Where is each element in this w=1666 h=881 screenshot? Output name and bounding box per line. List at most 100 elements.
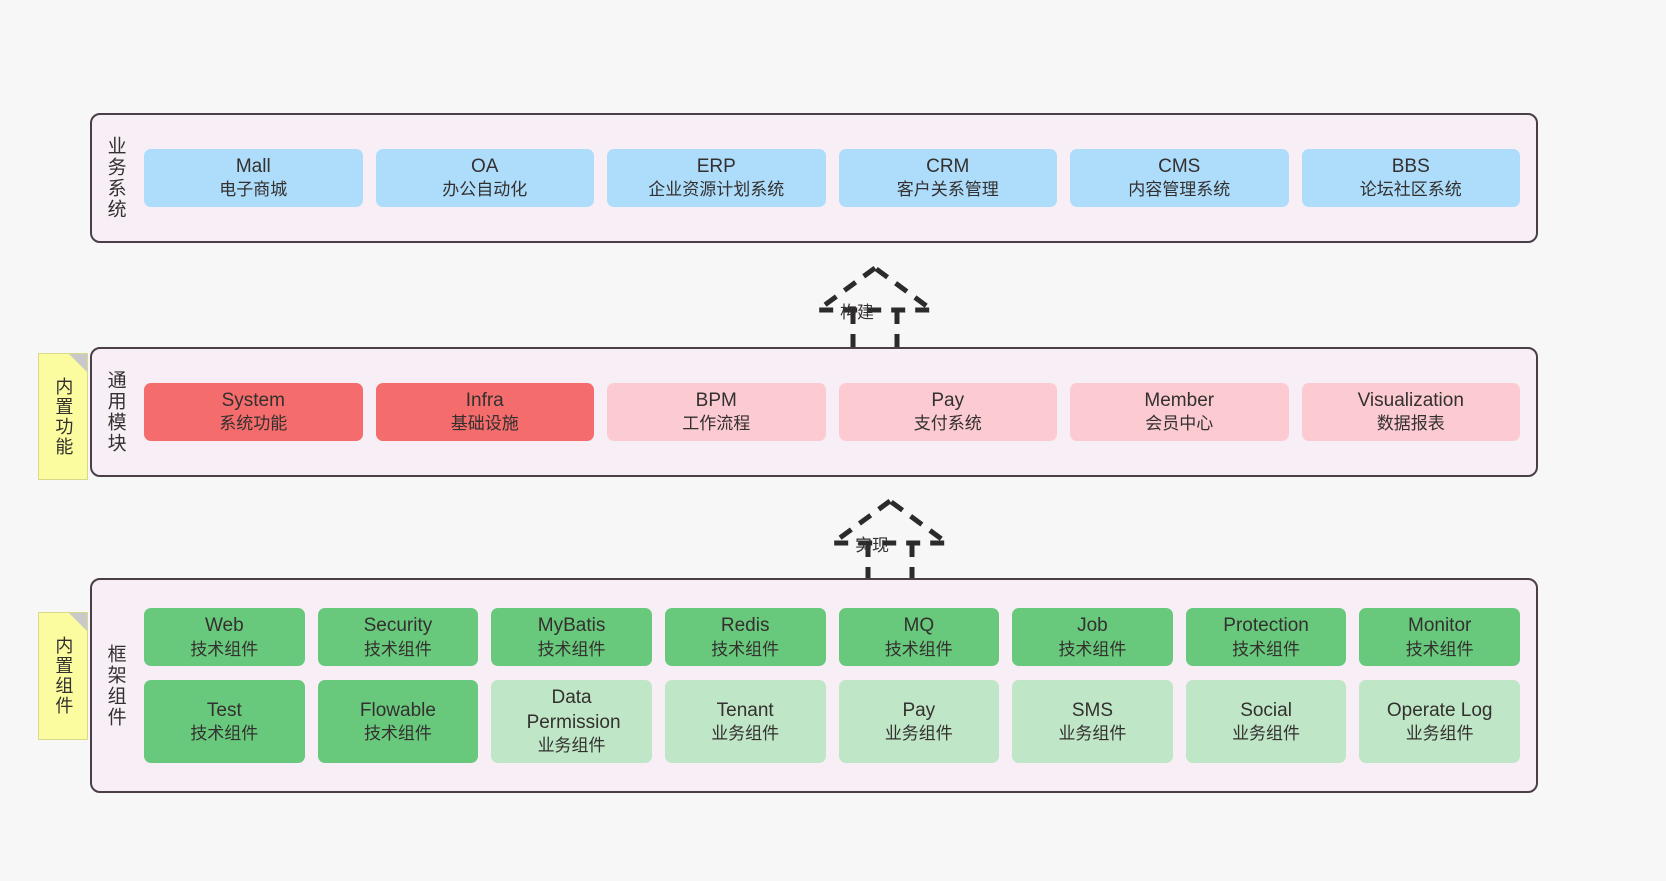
card-subtitle: 电子商城 — [219, 180, 288, 200]
card-subtitle: 技术组件 — [190, 723, 259, 743]
card-test[interactable]: Test 技术组件 — [144, 680, 305, 763]
card-subtitle: 技术组件 — [363, 639, 432, 659]
note-builtin-component: 内置组件 — [38, 612, 88, 740]
card-pay[interactable]: Pay 支付系统 — [838, 382, 1057, 442]
card-subtitle: 技术组件 — [1405, 639, 1474, 659]
card-title: SMS — [1071, 699, 1114, 721]
card-mq[interactable]: MQ 技术组件 — [838, 608, 1000, 667]
card-data-permission[interactable]: Data Permission 业务组件 — [491, 680, 652, 763]
arrow-implement: 实现 — [815, 495, 965, 586]
card-subtitle: 客户关系管理 — [896, 180, 999, 200]
card-title: Mall — [235, 155, 271, 177]
card-security[interactable]: Security 技术组件 — [317, 608, 479, 667]
card-subtitle: 技术组件 — [711, 639, 780, 659]
card-subtitle: 技术组件 — [1058, 639, 1127, 659]
arrow-build: 构建 — [800, 262, 950, 353]
card-operate-log[interactable]: Operate Log 业务组件 — [1359, 680, 1520, 763]
note-label: 内置组件 — [53, 636, 74, 716]
layer-body-common-module: System 系统功能 Infra 基础设施 BPM 工作流程 Pay 支付系统… — [138, 349, 1536, 475]
layer-title-common-module: 通用模块 — [104, 370, 126, 454]
arrow-label-build: 构建 — [840, 303, 874, 322]
layer-title-framework-component: 框架组件 — [104, 643, 126, 728]
card-bbs[interactable]: BBS 论坛社区系统 — [1301, 148, 1520, 208]
card-subtitle: 业务组件 — [1405, 723, 1474, 743]
card-mybatis[interactable]: MyBatis 技术组件 — [491, 608, 652, 667]
card-mall[interactable]: Mall 电子商城 — [144, 148, 363, 208]
card-visualization[interactable]: Visualization 数据报表 — [1301, 382, 1520, 442]
card-title: MyBatis — [537, 615, 606, 637]
card-system[interactable]: System 系统功能 — [144, 382, 363, 442]
card-title: Operate Log — [1386, 699, 1493, 721]
card-title: Web — [204, 615, 244, 637]
card-subtitle: 系统功能 — [219, 414, 288, 434]
card-subtitle: 业务组件 — [537, 735, 606, 755]
card-crm[interactable]: CRM 客户关系管理 — [838, 148, 1057, 208]
card-pay-component[interactable]: Pay 业务组件 — [838, 680, 1000, 763]
card-bpm[interactable]: BPM 工作流程 — [607, 382, 826, 442]
layer-common-module: 通用模块 System 系统功能 Infra 基础设施 BPM 工作流程 Pay… — [90, 347, 1538, 477]
card-sms[interactable]: SMS 业务组件 — [1012, 680, 1173, 763]
arrow-label-implement: 实现 — [855, 536, 889, 555]
card-subtitle: 技术组件 — [190, 639, 259, 659]
card-title: Tenant — [716, 699, 774, 721]
layer-business-system: 业务系统 Mall 电子商城 OA 办公自动化 ERP 企业资源计划系统 CRM… — [90, 113, 1538, 243]
card-subtitle: 办公自动化 — [442, 180, 528, 200]
card-redis[interactable]: Redis 技术组件 — [664, 608, 826, 667]
card-title: CMS — [1158, 155, 1201, 177]
card-title: Visualization — [1357, 389, 1464, 411]
card-title: OA — [471, 155, 499, 177]
card-subtitle: 工作流程 — [682, 414, 751, 434]
layer-title-business-system: 业务系统 — [104, 136, 126, 220]
card-title: Data Permission — [526, 687, 621, 733]
card-title: Infra — [465, 389, 504, 411]
card-infra[interactable]: Infra 基础设施 — [375, 382, 594, 442]
card-row: System 系统功能 Infra 基础设施 BPM 工作流程 Pay 支付系统… — [144, 382, 1520, 442]
card-subtitle: 技术组件 — [884, 639, 953, 659]
card-monitor[interactable]: Monitor 技术组件 — [1359, 608, 1520, 667]
note-label: 内置功能 — [53, 376, 74, 457]
layer-framework-component: 框架组件 Web 技术组件 Security 技术组件 MyBatis 技术组件… — [90, 578, 1538, 793]
card-title: MQ — [903, 615, 935, 637]
card-title: BBS — [1391, 155, 1430, 177]
card-subtitle: 企业资源计划系统 — [648, 180, 785, 200]
card-title: Flowable — [359, 699, 436, 721]
card-flowable[interactable]: Flowable 技术组件 — [317, 680, 479, 763]
card-protection[interactable]: Protection 技术组件 — [1185, 608, 1347, 667]
card-title: Security — [363, 615, 433, 637]
card-title: Job — [1077, 615, 1108, 637]
card-subtitle: 支付系统 — [913, 414, 982, 434]
card-web[interactable]: Web 技术组件 — [144, 608, 305, 667]
card-title: Test — [206, 699, 242, 721]
card-social[interactable]: Social 业务组件 — [1185, 680, 1347, 763]
card-member[interactable]: Member 会员中心 — [1070, 382, 1289, 442]
card-tenant[interactable]: Tenant 业务组件 — [664, 680, 826, 763]
card-subtitle: 内容管理系统 — [1128, 180, 1231, 200]
card-title: Monitor — [1408, 615, 1472, 637]
card-subtitle: 技术组件 — [1232, 639, 1301, 659]
card-title: Protection — [1223, 615, 1309, 637]
card-subtitle: 论坛社区系统 — [1359, 180, 1462, 200]
card-title: Redis — [720, 615, 770, 637]
card-erp[interactable]: ERP 企业资源计划系统 — [607, 148, 826, 208]
card-title: System — [221, 389, 285, 411]
card-subtitle: 业务组件 — [884, 723, 953, 743]
layer-body-framework-component: Web 技术组件 Security 技术组件 MyBatis 技术组件 Redi… — [138, 580, 1536, 791]
note-builtin-function: 内置功能 — [38, 353, 88, 480]
card-oa[interactable]: OA 办公自动化 — [375, 148, 594, 208]
card-cms[interactable]: CMS 内容管理系统 — [1070, 148, 1289, 208]
card-row: Test 技术组件 Flowable 技术组件 Data Permission … — [144, 680, 1520, 763]
card-subtitle: 会员中心 — [1145, 414, 1214, 434]
card-subtitle: 技术组件 — [363, 723, 432, 743]
card-subtitle: 技术组件 — [537, 639, 606, 659]
card-subtitle: 业务组件 — [1058, 723, 1127, 743]
generalization-arrow-icon — [810, 264, 940, 353]
card-title: Member — [1144, 389, 1215, 411]
card-title: ERP — [696, 155, 736, 177]
card-title: BPM — [695, 389, 737, 411]
card-job[interactable]: Job 技术组件 — [1012, 608, 1173, 667]
card-title: Social — [1240, 699, 1292, 721]
card-title: CRM — [926, 155, 970, 177]
generalization-arrow-icon — [825, 497, 955, 586]
layer-body-business-system: Mall 电子商城 OA 办公自动化 ERP 企业资源计划系统 CRM 客户关系… — [138, 115, 1536, 241]
